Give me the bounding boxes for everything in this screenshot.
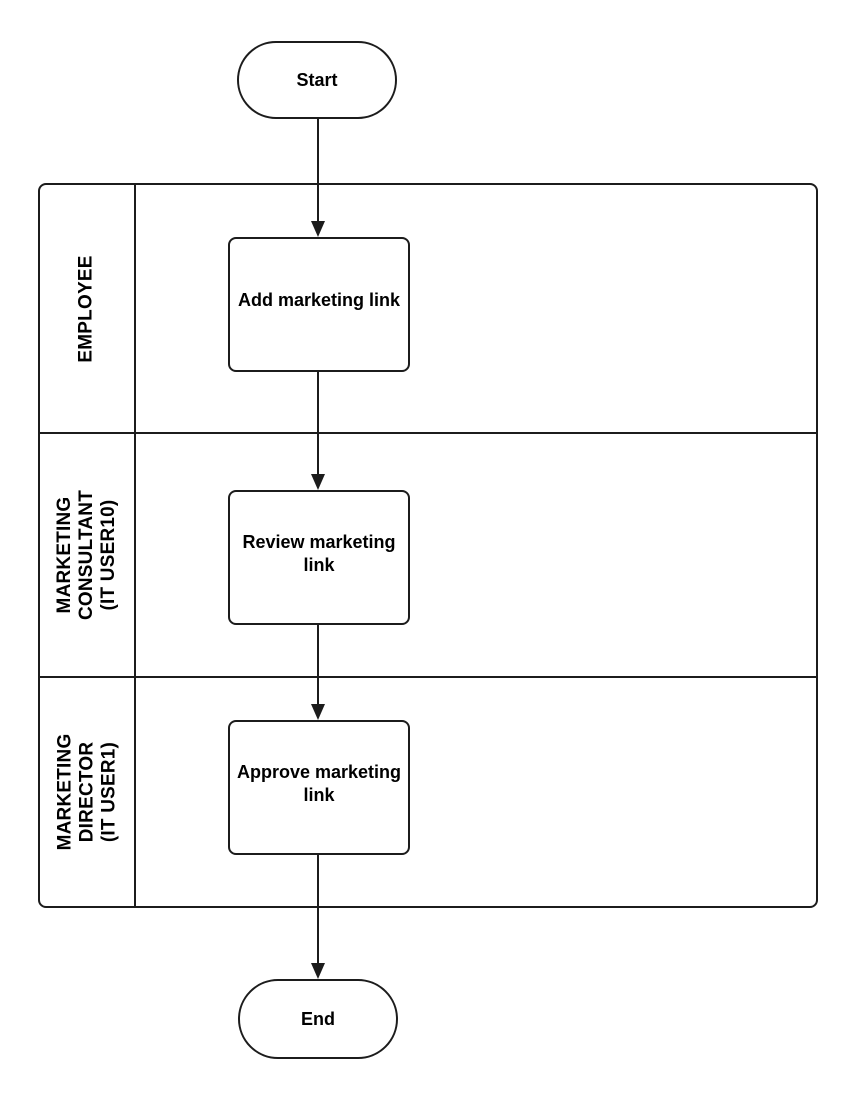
lane-divider-2 [40, 676, 816, 678]
task-node-label: Review marketing link [242, 531, 396, 575]
lane-label-employee: EMPLOYEE [76, 254, 97, 363]
arrow-shaft [317, 624, 319, 707]
lane-label-marketing-director: MARKETING DIRECTOR (IT USER1) [54, 733, 120, 851]
arrowhead-down-icon [311, 474, 325, 490]
lane-divider-1 [40, 432, 816, 434]
arrowhead-down-icon [311, 963, 325, 979]
arrowhead-down-icon [311, 221, 325, 237]
task-node-approve-marketing-link: Approve marketing link [228, 720, 410, 855]
arrow-shaft [317, 854, 319, 966]
arrow-approve-to-end [311, 854, 325, 979]
task-node-label: Add marketing link [237, 290, 401, 310]
arrow-start-to-add [311, 119, 325, 237]
start-node: Start [237, 41, 397, 119]
arrow-add-to-review [311, 371, 325, 490]
task-node-add-marketing-link: Add marketing link [228, 237, 410, 372]
lane-header-marketing-director: MARKETING DIRECTOR (IT USER1) [40, 678, 134, 906]
swimlane-pool: EMPLOYEE MARKETING CONSULTANT (IT USER10… [38, 183, 818, 908]
arrow-review-to-approve [311, 624, 325, 720]
task-node-review-marketing-link: Review marketing link [228, 490, 410, 625]
lane-header-employee: EMPLOYEE [40, 185, 134, 432]
end-node: End [238, 979, 398, 1059]
arrow-shaft [317, 119, 319, 224]
arrow-shaft [317, 371, 319, 477]
start-node-label: Start [296, 69, 338, 90]
arrowhead-down-icon [311, 704, 325, 720]
lane-header-divider [134, 185, 136, 906]
end-node-label: End [301, 1008, 335, 1029]
lane-label-marketing-consultant: MARKETING CONSULTANT (IT USER10) [54, 489, 119, 621]
task-node-label: Approve marketing link [236, 761, 402, 805]
lane-header-marketing-consultant: MARKETING CONSULTANT (IT USER10) [40, 434, 134, 676]
